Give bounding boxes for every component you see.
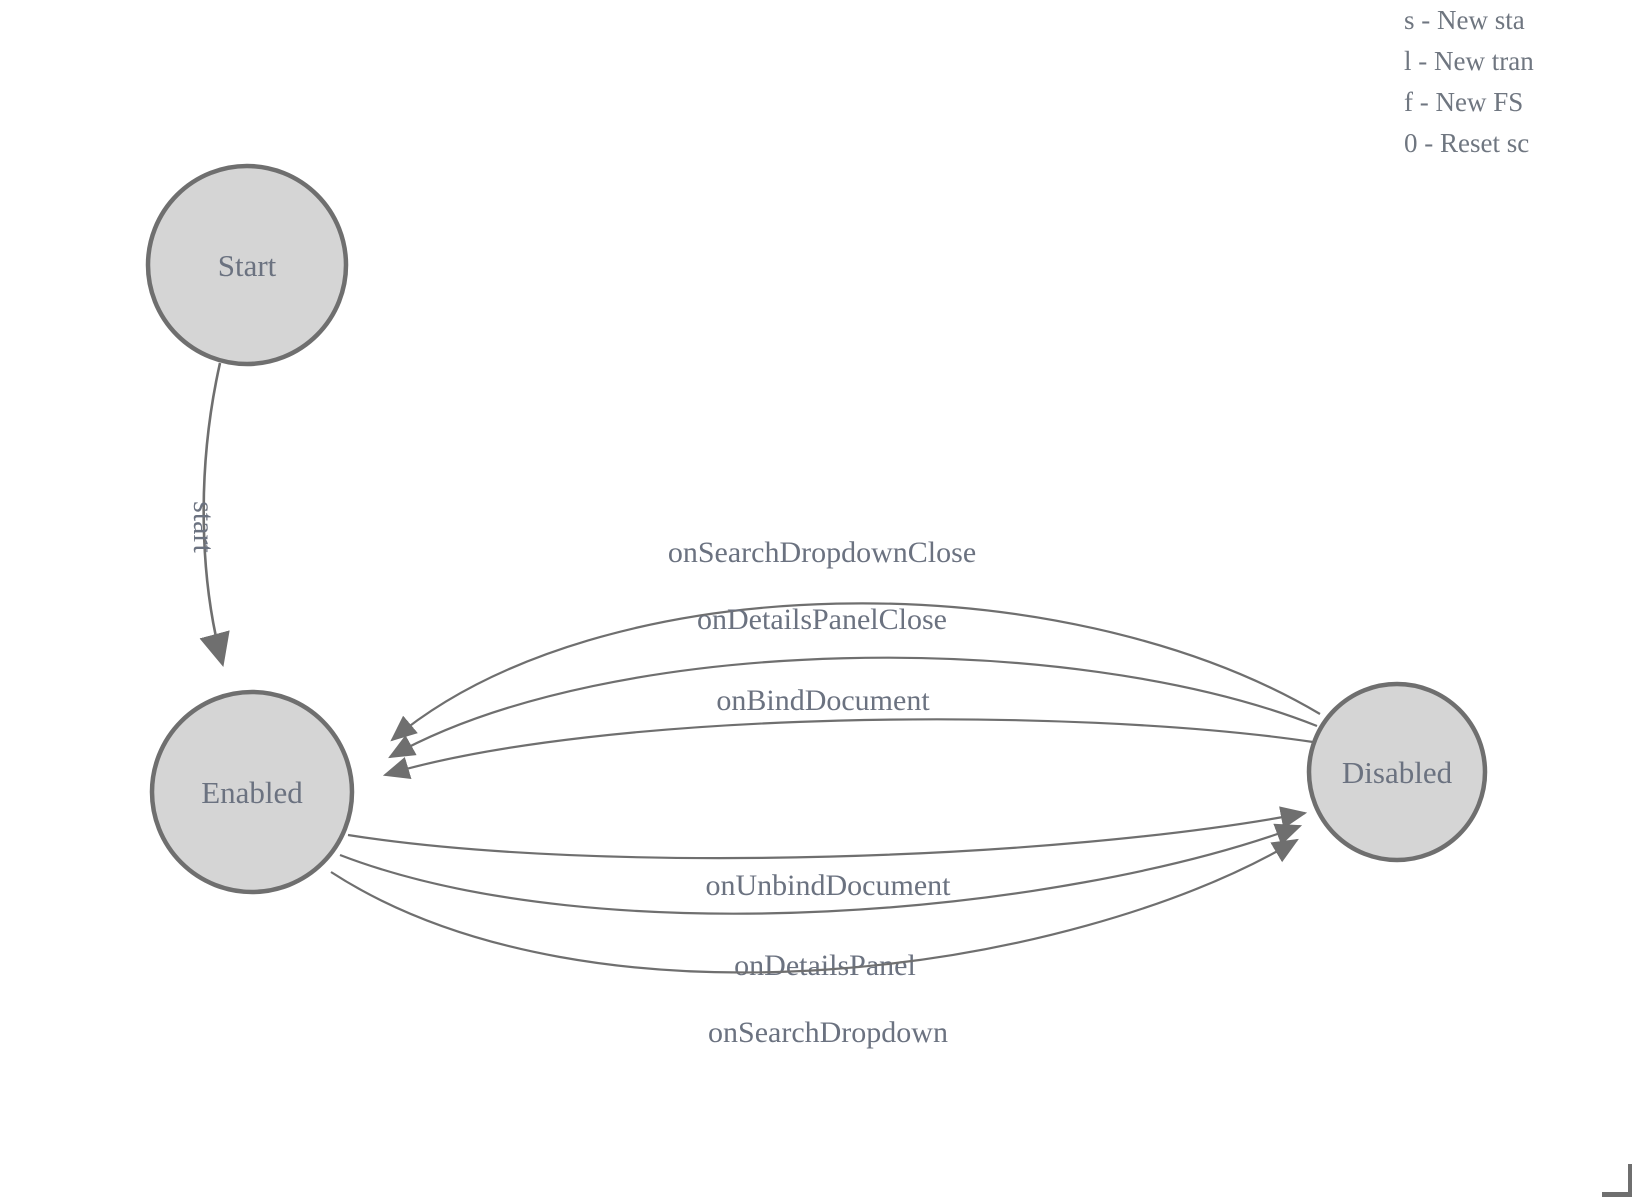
state-label: Enabled — [201, 775, 303, 810]
transition-edge[interactable] — [199, 362, 230, 668]
transition-label: onBindDocument — [716, 684, 930, 717]
transition-label: onSearchDropdown — [708, 1016, 948, 1049]
state-circle[interactable] — [149, 689, 355, 895]
transition-edge[interactable] — [388, 656, 1318, 759]
state-node-disabled[interactable]: Disabled — [1306, 681, 1488, 863]
transition-onSearchDropdownClose[interactable]: onSearchDropdownClose — [390, 536, 1321, 742]
transition-onSearchDropdown[interactable]: onSearchDropdown — [330, 838, 1299, 1049]
transition-edge[interactable] — [382, 718, 1314, 779]
state-circle[interactable] — [145, 163, 349, 367]
state-node-enabled[interactable]: Enabled — [149, 689, 355, 895]
transition-label: onDetailsPanel — [734, 949, 916, 982]
transition-onUnbindDocument[interactable]: onUnbindDocument — [347, 806, 1308, 902]
transition-label: onSearchDropdownClose — [668, 536, 976, 569]
transition-edge[interactable] — [330, 838, 1299, 974]
transition-edge[interactable] — [347, 806, 1308, 860]
transition-start[interactable]: start — [187, 362, 230, 668]
transition-onDetailsPanelClose[interactable]: onDetailsPanelClose — [388, 603, 1318, 759]
transition-label: onDetailsPanelClose — [697, 603, 947, 636]
transition-label: onUnbindDocument — [706, 869, 952, 902]
transition-onBindDocument[interactable]: onBindDocument — [382, 684, 1314, 779]
transition-edge[interactable] — [339, 823, 1303, 915]
transition-onDetailsPanel[interactable]: onDetailsPanel — [339, 823, 1303, 982]
state-label: Disabled — [1342, 755, 1453, 790]
state-node-start[interactable]: Start — [145, 163, 349, 367]
state-circle[interactable] — [1306, 681, 1488, 863]
transition-label: start — [187, 501, 220, 553]
transition-edge[interactable] — [390, 602, 1321, 742]
state-label: Start — [218, 248, 277, 283]
